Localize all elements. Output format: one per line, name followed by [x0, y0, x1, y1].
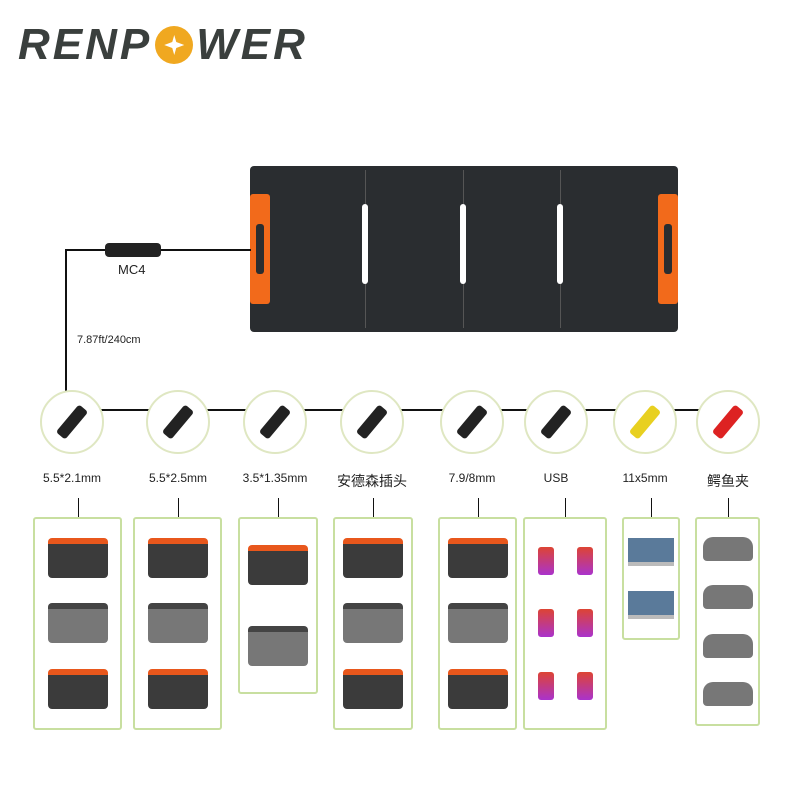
- power-station-icon: [147, 603, 208, 644]
- connector-line: [373, 498, 374, 517]
- compatible-devices-box: [695, 517, 760, 726]
- power-station-icon: [343, 669, 403, 710]
- vehicle-icon: [702, 681, 753, 706]
- power-station-icon: [47, 669, 108, 710]
- compatible-devices-box: [133, 517, 222, 730]
- connector-line: [177, 498, 179, 517]
- phone-icon: [537, 547, 554, 576]
- connector-2: [243, 390, 307, 454]
- sun-icon: [155, 26, 194, 64]
- connector-label: 5.5*2.5mm: [148, 471, 208, 485]
- usb-plug-icon: [539, 404, 573, 440]
- connector-line: [278, 498, 279, 517]
- connector-label: 5.5*2.1mm: [42, 471, 102, 485]
- power-station-icon: [447, 669, 508, 710]
- dc-plug-icon: [258, 404, 292, 440]
- compatible-devices-box: [622, 517, 680, 640]
- dc-plug-icon: [161, 404, 195, 440]
- vehicle-icon: [702, 585, 753, 610]
- dc-plug-icon: [55, 404, 89, 440]
- power-station-icon: [147, 537, 208, 578]
- connector-line: [477, 498, 479, 517]
- vehicle-icon: [702, 537, 753, 562]
- connector-3: [340, 390, 404, 454]
- power-station-icon: [248, 545, 308, 586]
- connector-label: 7.9/8mm: [448, 471, 496, 485]
- connector-label: 安德森插头: [337, 473, 407, 489]
- connector-label: USB: [543, 471, 569, 485]
- dc-plug-icon: [455, 404, 489, 440]
- phone-icon: [537, 609, 554, 638]
- handle-right: [658, 194, 678, 304]
- power-station-icon: [47, 537, 108, 578]
- compatible-devices-box: [438, 517, 517, 730]
- anderson-plug-icon: [355, 404, 389, 440]
- power-station-icon: [147, 669, 208, 710]
- connector-line: [651, 498, 652, 517]
- compatible-devices-box: [523, 517, 607, 730]
- compatible-devices-box: [238, 517, 318, 694]
- connector-6: [613, 390, 677, 454]
- phone-icon: [576, 547, 593, 576]
- connector-7: [696, 390, 760, 454]
- phone-icon: [576, 671, 593, 700]
- phone-icon: [537, 671, 554, 700]
- connector-line: [727, 498, 729, 517]
- laptop-icon: [628, 591, 674, 620]
- connector-label: 11x5mm: [622, 471, 668, 485]
- connector-0: [40, 390, 104, 454]
- cable-down: [65, 249, 67, 391]
- mc4-label: MC4: [118, 262, 146, 277]
- power-station-icon: [248, 625, 308, 666]
- vehicle-icon: [702, 633, 753, 658]
- power-station-icon: [343, 603, 403, 644]
- connector-1: [146, 390, 210, 454]
- connector-5: [524, 390, 588, 454]
- compatible-devices-box: [333, 517, 413, 730]
- power-station-icon: [447, 603, 508, 644]
- phone-icon: [576, 609, 593, 638]
- laptop-icon: [628, 537, 674, 566]
- alligator-clip-icon: [711, 404, 745, 440]
- power-station-icon: [447, 537, 508, 578]
- cable-length-label: 7.87ft/240cm: [77, 334, 141, 346]
- solar-panel: [250, 166, 678, 332]
- connector-label: 鳄鱼夹: [707, 473, 749, 489]
- power-station-icon: [47, 603, 108, 644]
- connector-4: [440, 390, 504, 454]
- handle-left: [250, 194, 270, 304]
- connector-line: [565, 498, 566, 517]
- mc4-connector-icon: [105, 243, 161, 257]
- connector-line: [77, 498, 79, 517]
- power-station-icon: [343, 537, 403, 578]
- compatible-devices-box: [33, 517, 122, 730]
- square-plug-icon: [628, 404, 662, 440]
- connector-label: 3.5*1.35mm: [242, 471, 308, 485]
